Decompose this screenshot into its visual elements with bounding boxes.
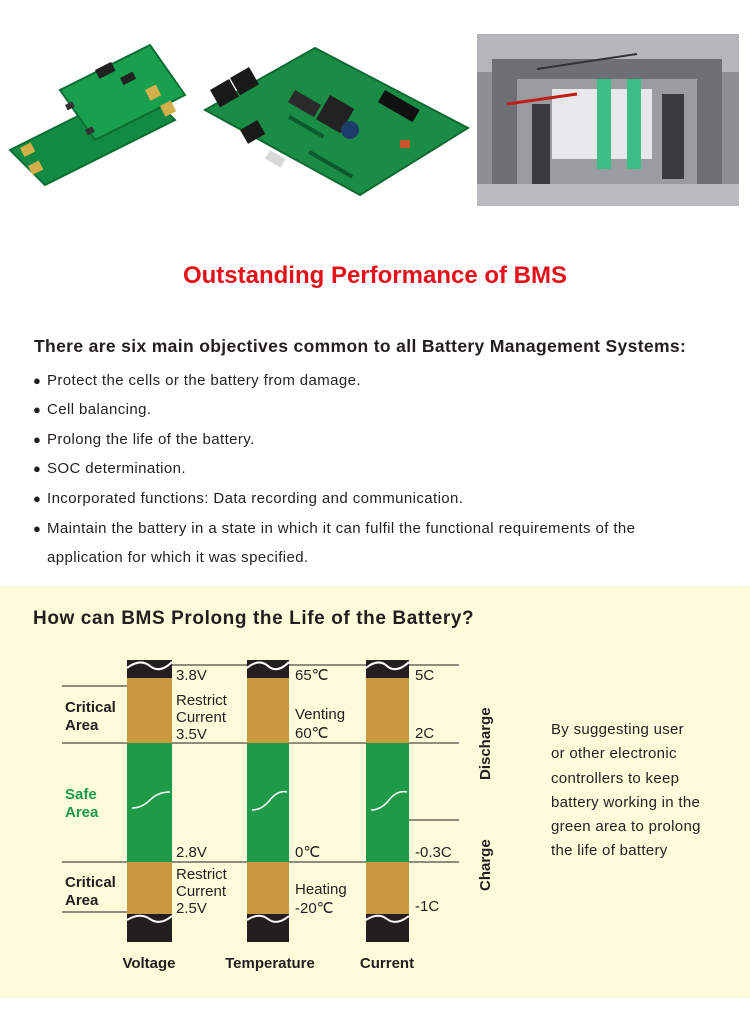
- side-note-line: By suggesting user: [551, 721, 684, 738]
- safe-area-label: Safe: [65, 786, 97, 803]
- bullet-icon: ●: [33, 521, 42, 536]
- side-note-line: battery working in the: [551, 793, 701, 811]
- objective-item: ●Cell balancing.: [33, 401, 152, 418]
- critical-area-top-label: Area: [65, 717, 99, 734]
- temperature-upper-critical-value: 60℃: [295, 725, 329, 742]
- objective-item: ●Prolong the life of the battery.: [33, 431, 255, 448]
- voltage-upper-critical-value: 3.5V: [176, 726, 207, 743]
- bullet-icon: ●: [33, 461, 42, 476]
- current-upper-critical-value: 2C: [415, 725, 434, 742]
- current-lower-safe-value: -0.3C: [415, 844, 452, 861]
- page-title: Outstanding Performance of BMS: [182, 262, 568, 289]
- section-title: How can BMS Prolong the Life of the Batt…: [33, 608, 475, 629]
- objective-item: ●Incorporated functions: Data recording …: [33, 490, 464, 507]
- side-note: By suggesting user or other electronic c…: [551, 718, 741, 864]
- bms-range-diagram: Critical Area Safe Area Critical Area 3.…: [62, 660, 494, 972]
- objectives-intro: There are six main objectives common to …: [34, 336, 687, 356]
- temperature-upper-critical: Venting: [295, 706, 345, 723]
- side-note-line: green area to prolong: [551, 818, 701, 836]
- voltage-upper-critical: Restrict: [176, 692, 228, 709]
- temperature-lower-critical-value: -20℃: [295, 900, 334, 917]
- current-lower-critical-value: -1C: [415, 898, 439, 915]
- battery-pack-photo: [477, 34, 739, 206]
- side-note-line: the life of battery: [551, 842, 668, 860]
- current-column: [365, 660, 410, 942]
- objective-item-continuation: application for which it was specified.: [47, 549, 309, 566]
- current-caption: Current: [360, 955, 414, 972]
- side-note-line: controllers to keep: [551, 769, 680, 787]
- objective-item: ●Maintain the battery in a state in whic…: [33, 520, 636, 537]
- temperature-column: [246, 660, 290, 942]
- temperature-lower-critical: Heating: [295, 881, 347, 898]
- voltage-lower-critical: Restrict: [176, 866, 228, 883]
- critical-area-bottom-label: Critical: [65, 874, 116, 891]
- temperature-top-value: 65℃: [295, 667, 329, 684]
- bullet-icon: ●: [33, 491, 42, 506]
- voltage-lower-critical-value: 2.5V: [176, 900, 207, 917]
- bms-board-large-photo: [200, 30, 475, 205]
- voltage-top-value: 3.8V: [176, 667, 207, 684]
- current-top-value: 5C: [415, 667, 434, 684]
- discharge-label: Discharge: [477, 707, 494, 780]
- bullet-icon: ●: [33, 432, 42, 447]
- critical-area-bottom-label: Area: [65, 892, 99, 909]
- critical-area-top-label: Critical: [65, 699, 116, 716]
- bullet-icon: ●: [33, 402, 42, 417]
- temperature-lower-safe-value: 0℃: [295, 844, 320, 861]
- objective-item: ●Protect the cells or the battery from d…: [33, 372, 361, 389]
- objective-item: ●SOC determination.: [33, 460, 186, 477]
- side-note-line: or other electronic: [551, 745, 677, 763]
- voltage-lower-critical: Current: [176, 883, 227, 900]
- voltage-column: [126, 660, 173, 942]
- safe-area-label: Area: [65, 804, 99, 821]
- temperature-caption: Temperature: [225, 955, 315, 972]
- voltage-caption: Voltage: [122, 955, 175, 972]
- bms-board-small-photo: [0, 30, 200, 200]
- voltage-upper-critical: Current: [176, 709, 227, 726]
- bullet-icon: ●: [33, 373, 42, 388]
- voltage-lower-safe-value: 2.8V: [176, 844, 207, 861]
- charge-label: Charge: [477, 839, 494, 891]
